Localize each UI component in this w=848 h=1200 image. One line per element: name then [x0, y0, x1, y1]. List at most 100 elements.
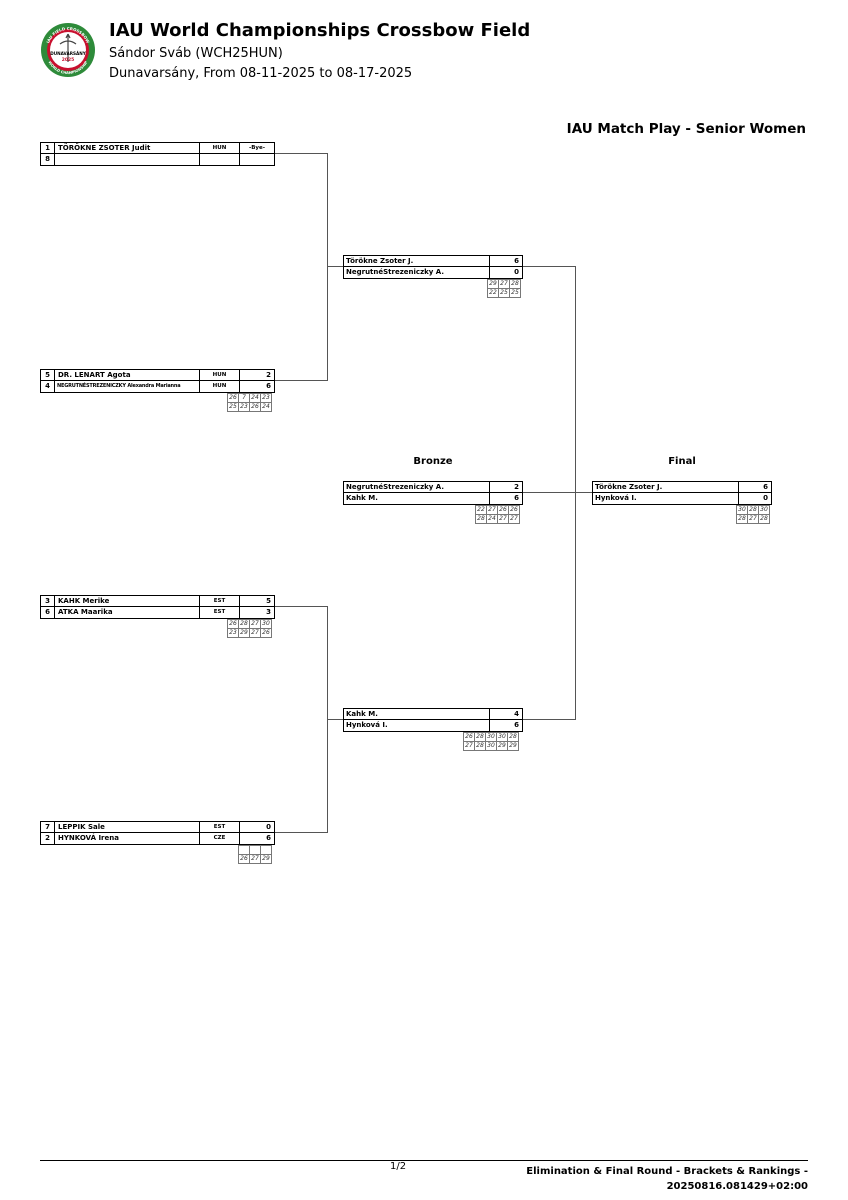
- competitor-row[interactable]: Törökne Zsoter J. 6: [592, 481, 772, 493]
- competitor-row[interactable]: 4 NEGRUTNÉSTREZENICZKY Alexandra Mariann…: [40, 381, 275, 393]
- match-score: 6: [489, 256, 522, 266]
- event-title: IAU World Championships Crossbow Field: [109, 20, 531, 41]
- match-bronze: NegrutnéStrezeniczky A. 2 Kahk M. 6 22 2…: [343, 481, 523, 524]
- end-scores: 28 24 27 27: [475, 514, 520, 524]
- end-scores: 27 28 30 29 29: [463, 741, 519, 751]
- competitor-name: ATKA Maarika: [58, 608, 113, 616]
- seed-number: 7: [41, 822, 55, 832]
- competitor-name: NegrutnéStrezeniczky A.: [346, 483, 445, 491]
- end-score: 27: [508, 514, 520, 524]
- competitor-row[interactable]: Kahk M. 4: [343, 708, 523, 720]
- match-score: 0: [239, 822, 274, 832]
- competitor-row[interactable]: 5 DR. LENART Agota HUN 2: [40, 369, 275, 381]
- competitor-row[interactable]: Hynková I. 6: [343, 720, 523, 732]
- nation-code: HUN: [199, 381, 239, 392]
- match-score: 6: [489, 493, 522, 504]
- competitor-name: Kahk M.: [346, 710, 378, 718]
- nation-code: CZE: [199, 833, 239, 844]
- match-round1-1: 1 TÖRÖKNE ZSOTER Judit HUN -Bye- 8: [40, 142, 275, 166]
- nation-code: [199, 154, 239, 165]
- match-score: 2: [489, 482, 522, 492]
- seed-number: 4: [41, 381, 55, 392]
- seed-number: 3: [41, 596, 55, 606]
- bronze-label: Bronze: [413, 456, 453, 467]
- championship-logo: DUNAVARSÁNY 2025 IAU FIELD CROSSBOW WORL…: [41, 23, 95, 77]
- nation-code: HUN: [199, 143, 239, 153]
- competitor-name: HYNKOVÁ Irena: [58, 834, 119, 842]
- competitor-row[interactable]: Törökne Zsoter J. 6: [343, 255, 523, 267]
- page-number: 1/2: [390, 1161, 407, 1172]
- competitor-name: [58, 154, 198, 165]
- competitor-row[interactable]: 8: [40, 154, 275, 166]
- section-title: IAU Match Play - Senior Women: [566, 121, 806, 137]
- competitor-name: NEGRUTNÉSTREZENICZKY Alexandra Marianna: [57, 383, 181, 389]
- match-score: 4: [489, 709, 522, 719]
- competitor-row[interactable]: Hynková I. 0: [592, 493, 772, 505]
- competitor-name: Törökne Zsoter J.: [595, 483, 663, 491]
- nation-code: EST: [199, 607, 239, 618]
- match-round1-4: 7 LEPPIK Sale EST 0 2 HYNKOVÁ Irena CZE …: [40, 821, 275, 864]
- nation-code: EST: [199, 596, 239, 606]
- match-score: 6: [738, 482, 771, 492]
- match-round1-2: 5 DR. LENART Agota HUN 2 4 NEGRUTNÉSTREZ…: [40, 369, 275, 412]
- end-score: 25: [509, 288, 521, 298]
- competitor-name: Hynková I.: [346, 721, 388, 729]
- competitor-row[interactable]: 7 LEPPIK Sale EST 0: [40, 821, 275, 833]
- footer-report-title: Elimination & Final Round - Brackets & R…: [526, 1166, 808, 1177]
- logo-year-text: 2025: [62, 57, 75, 63]
- nation-code: HUN: [199, 370, 239, 380]
- seed-number: 2: [41, 833, 55, 844]
- end-scores: 25 23 26 24: [227, 402, 272, 412]
- match-score: 5: [239, 596, 274, 606]
- end-scores: 28 27 28: [736, 514, 770, 524]
- nation-code: EST: [199, 822, 239, 832]
- competitor-row[interactable]: NegrutnéStrezeniczky A. 2: [343, 481, 523, 493]
- footer-divider: [40, 1160, 808, 1161]
- match-score: -Bye-: [239, 143, 274, 153]
- competitor-row[interactable]: Kahk M. 6: [343, 493, 523, 505]
- event-place-dates: Dunavarsány, From 08-11-2025 to 08-17-20…: [109, 66, 413, 81]
- logo-city-text: DUNAVARSÁNY: [50, 51, 87, 56]
- footer-report-info: Elimination & Final Round - Brackets & R…: [526, 1164, 808, 1194]
- competitor-row[interactable]: 1 TÖRÖKNE ZSOTER Judit HUN -Bye-: [40, 142, 275, 154]
- end-score: 29: [260, 854, 272, 864]
- competitor-name: DR. LENART Agota: [58, 371, 131, 379]
- seed-number: 5: [41, 370, 55, 380]
- competitor-name: Kahk M.: [346, 494, 378, 502]
- competitor-name: Törökne Zsoter J.: [346, 257, 414, 265]
- match-score: 3: [239, 607, 274, 618]
- competitor-name: Hynková I.: [595, 494, 637, 502]
- match-score: 6: [489, 720, 522, 731]
- seed-number: 8: [41, 154, 55, 165]
- match-score: 0: [489, 267, 522, 278]
- match-round1-3: 3 KAHK Merike EST 5 6 ATKA Maarika EST 3…: [40, 595, 275, 638]
- end-score: 26: [260, 628, 272, 638]
- end-score: 28: [758, 514, 770, 524]
- end-scores: 26 27 29: [238, 854, 272, 864]
- seed-number: 1: [41, 143, 55, 153]
- match-semifinal-2: Kahk M. 4 Hynková I. 6 26 28 30 30 28 27…: [343, 708, 523, 751]
- match-score: 2: [239, 370, 274, 380]
- match-semifinal-1: Törökne Zsoter J. 6 NegrutnéStrezeniczky…: [343, 255, 523, 298]
- competitor-name: LEPPIK Sale: [58, 823, 105, 831]
- match-score: 6: [239, 381, 274, 392]
- competitor-row[interactable]: NegrutnéStrezeniczky A. 0: [343, 267, 523, 279]
- final-label: Final: [668, 456, 696, 467]
- competitor-row[interactable]: 2 HYNKOVÁ Irena CZE 6: [40, 833, 275, 845]
- seed-number: 6: [41, 607, 55, 618]
- match-score: 6: [239, 833, 274, 844]
- event-subtitle: Sándor Sváb (WCH25HUN): [109, 46, 283, 61]
- competitor-name: KAHK Merike: [58, 597, 110, 605]
- competitor-name: NegrutnéStrezeniczky A.: [346, 268, 445, 276]
- footer-timestamp: 20250816.081429+02:00: [666, 1181, 808, 1192]
- end-score: 29: [507, 741, 519, 751]
- match-score: [239, 154, 274, 165]
- competitor-row[interactable]: 3 KAHK Merike EST 5: [40, 595, 275, 607]
- end-scores: 22 25 25: [487, 288, 521, 298]
- competitor-name: TÖRÖKNE ZSOTER Judit: [58, 144, 151, 152]
- match-score: 0: [738, 493, 771, 504]
- competitor-row[interactable]: 6 ATKA Maarika EST 3: [40, 607, 275, 619]
- end-scores: 23 29 27 26: [227, 628, 272, 638]
- match-final: Törökne Zsoter J. 6 Hynková I. 0 30 28 3…: [592, 481, 772, 524]
